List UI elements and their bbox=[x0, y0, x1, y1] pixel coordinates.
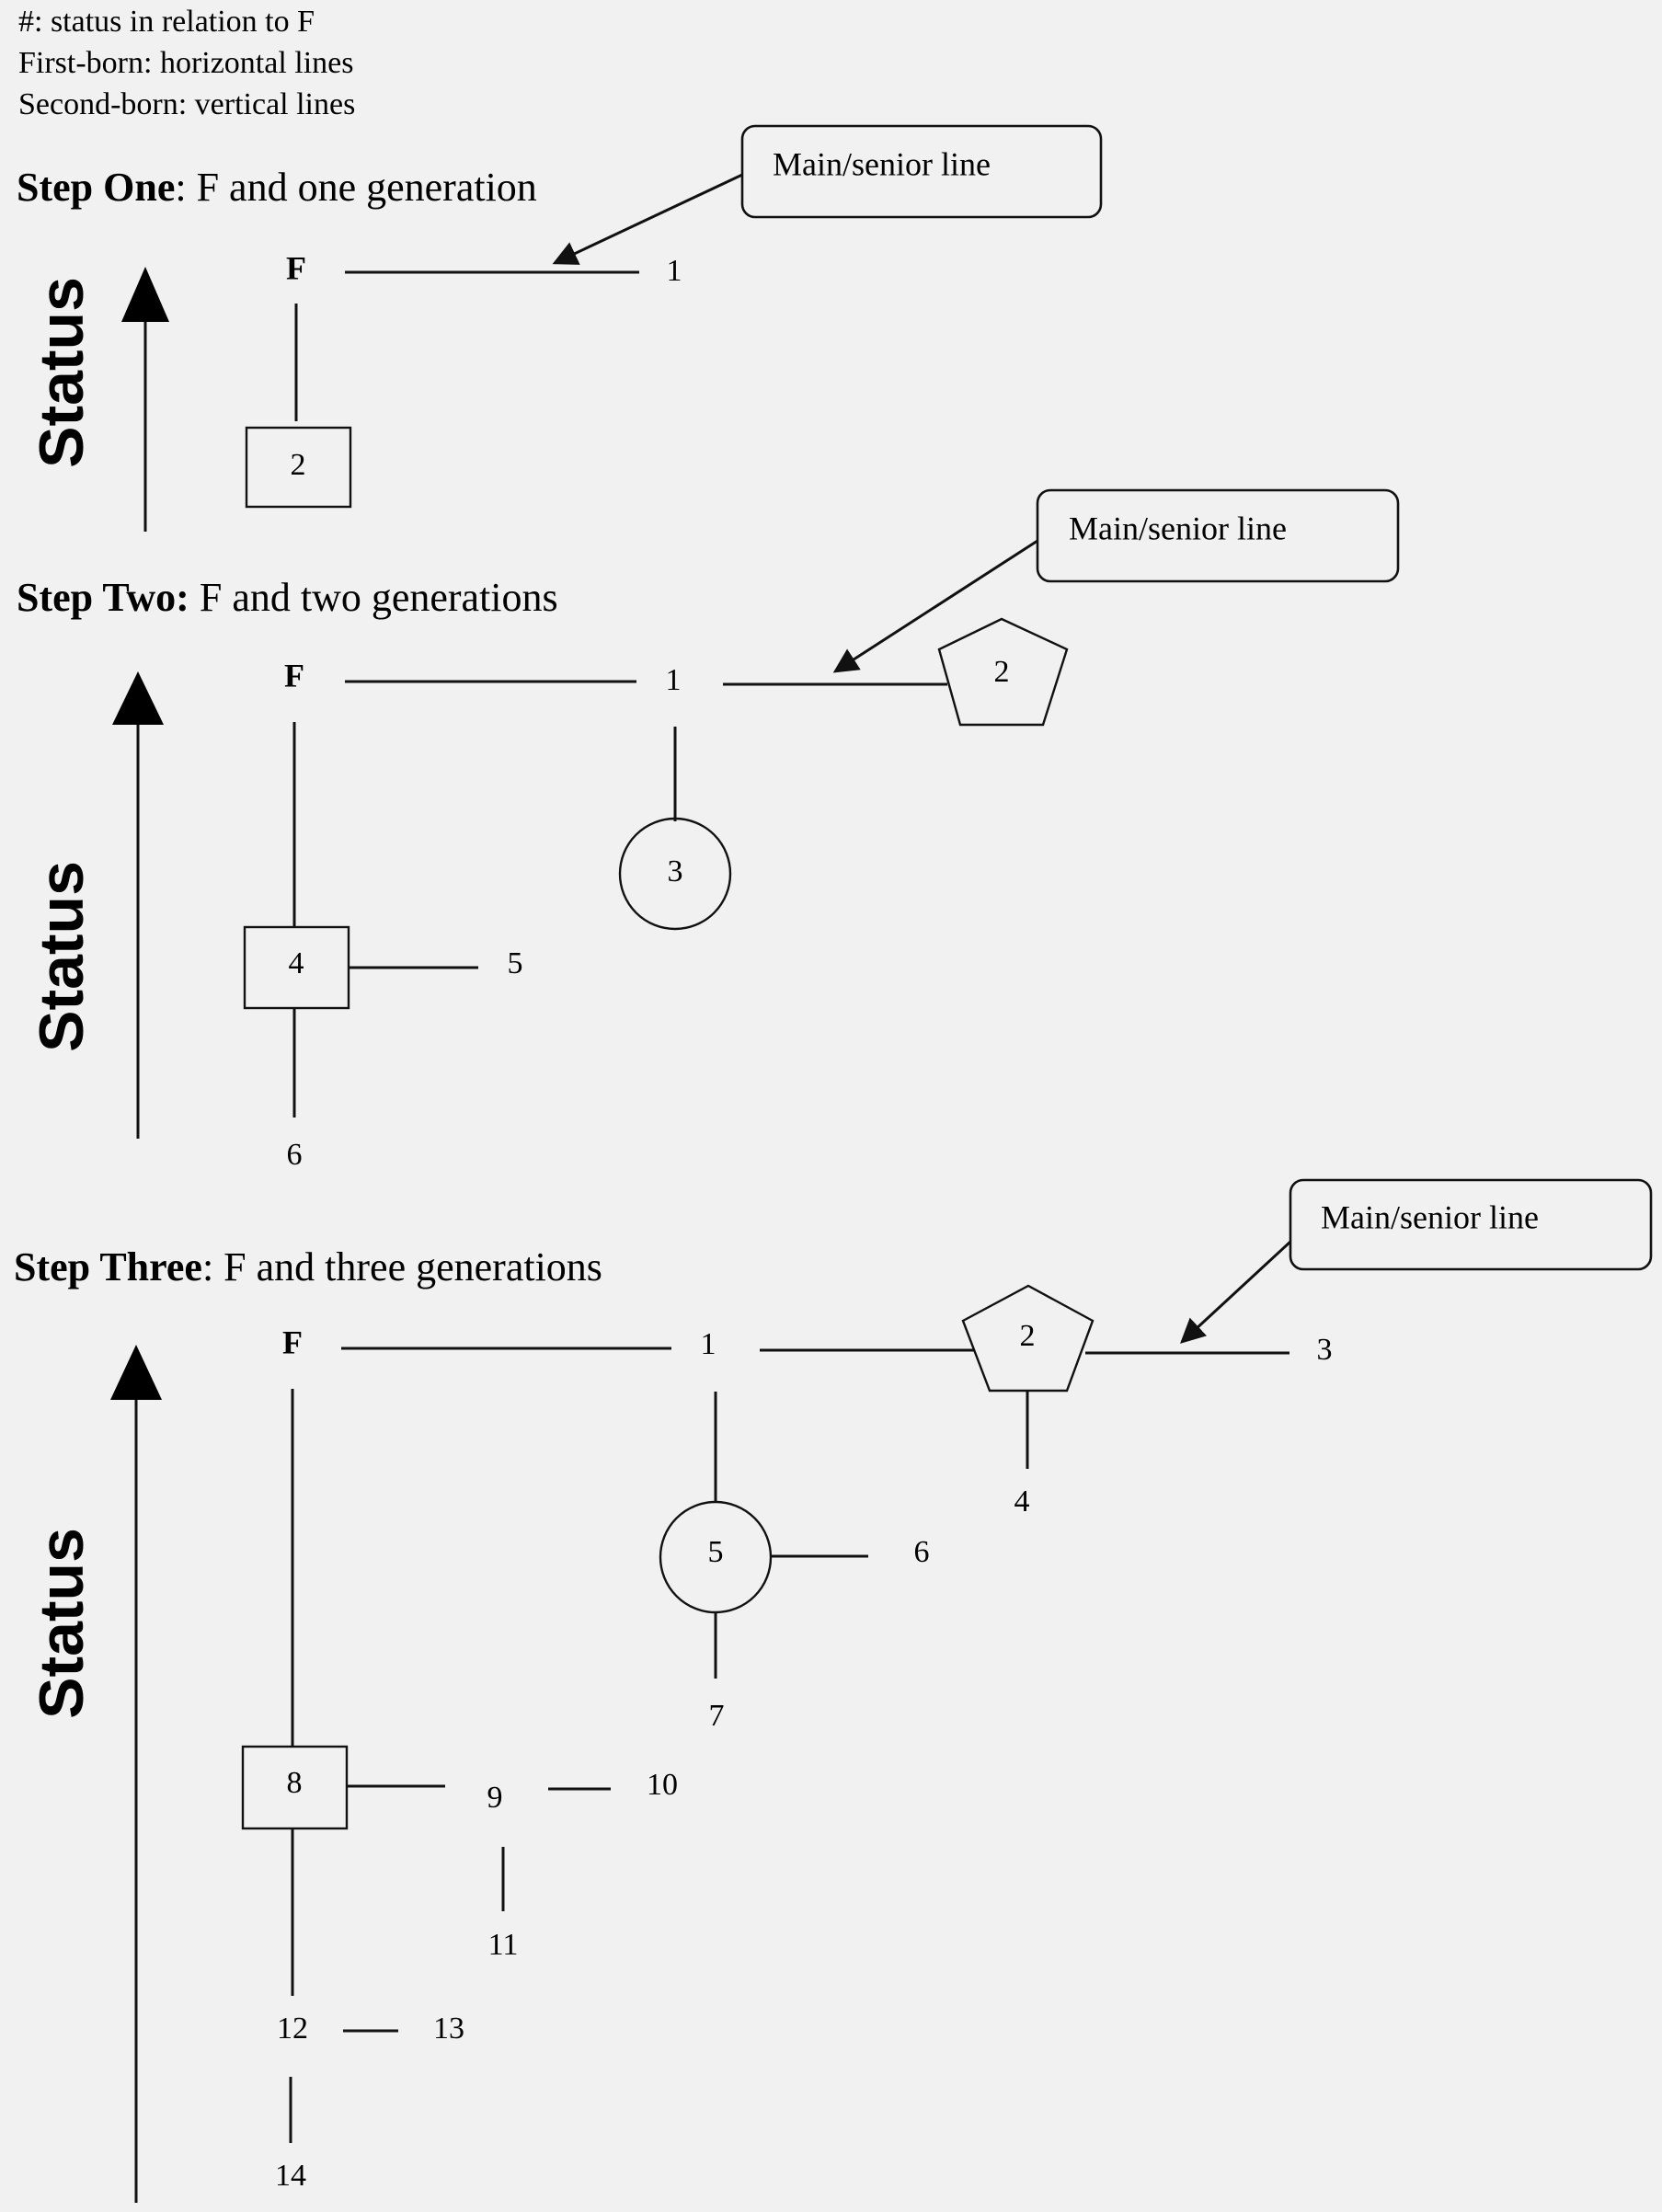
legend-line-first-born: First-born: horizontal lines bbox=[18, 46, 354, 80]
callout-arrow-icon bbox=[552, 173, 743, 265]
step-two-heading: Step Two: F and two generations bbox=[17, 575, 558, 620]
node-F: F bbox=[282, 1324, 303, 1360]
node-12: 12 bbox=[277, 2011, 308, 2046]
status-arrow-head-icon bbox=[110, 1345, 162, 1400]
step-two-heading-bold: Step Two: bbox=[17, 575, 189, 620]
node-4: 4 bbox=[1014, 1484, 1030, 1519]
step-one: Step One: F and one generation Status F … bbox=[17, 124, 1103, 532]
node-13: 13 bbox=[433, 2011, 464, 2046]
status-label: Status bbox=[27, 1528, 97, 1719]
callout-main-senior-line: Main/senior line bbox=[832, 488, 1400, 673]
step-two-status-axis: Status bbox=[27, 671, 164, 1139]
node-8-square bbox=[241, 1745, 349, 1830]
status-label: Status bbox=[27, 277, 97, 468]
step-three-heading: Step Three: F and three generations bbox=[14, 1244, 602, 1289]
node-2: 2 bbox=[1020, 1319, 1036, 1353]
callout-main-senior-line: Main/senior line bbox=[552, 124, 1103, 265]
step-two-heading-rest: F and two generations bbox=[189, 575, 558, 620]
callout-box bbox=[1036, 488, 1400, 583]
node-9: 9 bbox=[487, 1781, 503, 1815]
node-4: 4 bbox=[289, 946, 304, 980]
step-two: Step Two: F and two generations Status F… bbox=[17, 488, 1400, 1172]
node-6: 6 bbox=[287, 1138, 303, 1172]
callout-text: Main/senior line bbox=[1321, 1198, 1539, 1235]
node-3: 3 bbox=[1317, 1333, 1333, 1367]
node-1: 1 bbox=[667, 254, 682, 288]
step-one-heading-bold: Step One bbox=[17, 165, 175, 210]
callout-text: Main/senior line bbox=[773, 145, 991, 182]
legend-line-status: #: status in relation to F bbox=[18, 5, 315, 39]
node-5: 5 bbox=[708, 1535, 724, 1569]
node-2-square bbox=[245, 426, 352, 509]
callout-box bbox=[740, 124, 1103, 219]
legend-line-second-born: Second-born: vertical lines bbox=[18, 87, 355, 121]
step-three-heading-rest: : F and three generations bbox=[202, 1244, 602, 1289]
node-7: 7 bbox=[709, 1699, 725, 1733]
callout-arrow-icon bbox=[832, 539, 1038, 673]
node-10: 10 bbox=[647, 1768, 678, 1802]
node-5: 5 bbox=[508, 946, 523, 980]
node-F: F bbox=[284, 657, 304, 693]
callout-arrow-icon bbox=[1180, 1240, 1292, 1344]
callout-main-senior-line: Main/senior line bbox=[1180, 1178, 1653, 1344]
legend: #: status in relation to F First-born: h… bbox=[18, 5, 355, 121]
node-6: 6 bbox=[914, 1535, 930, 1569]
step-three-heading-bold: Step Three bbox=[14, 1244, 202, 1289]
step-three: Step Three: F and three generations Stat… bbox=[14, 1178, 1653, 2203]
callout-box bbox=[1289, 1178, 1653, 1271]
step-one-heading-rest: : F and one generation bbox=[175, 165, 536, 210]
node-14: 14 bbox=[275, 2159, 306, 2193]
node-2: 2 bbox=[994, 655, 1010, 689]
status-label: Status bbox=[27, 861, 97, 1052]
status-arrow-head-icon bbox=[121, 267, 169, 322]
node-3: 3 bbox=[668, 854, 683, 888]
node-F: F bbox=[286, 249, 306, 286]
step-one-status-axis: Status bbox=[27, 267, 169, 532]
node-2-pentagon bbox=[937, 617, 1069, 727]
node-8: 8 bbox=[287, 1766, 303, 1800]
node-1: 1 bbox=[701, 1327, 716, 1361]
node-1: 1 bbox=[666, 663, 682, 697]
step-three-status-axis: Status bbox=[27, 1345, 162, 2203]
callout-text: Main/senior line bbox=[1069, 510, 1287, 546]
status-arrow-head-icon bbox=[112, 671, 164, 725]
node-11: 11 bbox=[488, 1928, 519, 1962]
node-3-circle bbox=[618, 817, 732, 931]
step-one-heading: Step One: F and one generation bbox=[17, 165, 537, 210]
node-4-square bbox=[243, 925, 350, 1010]
node-2: 2 bbox=[291, 448, 306, 482]
node-2-pentagon bbox=[961, 1284, 1095, 1393]
